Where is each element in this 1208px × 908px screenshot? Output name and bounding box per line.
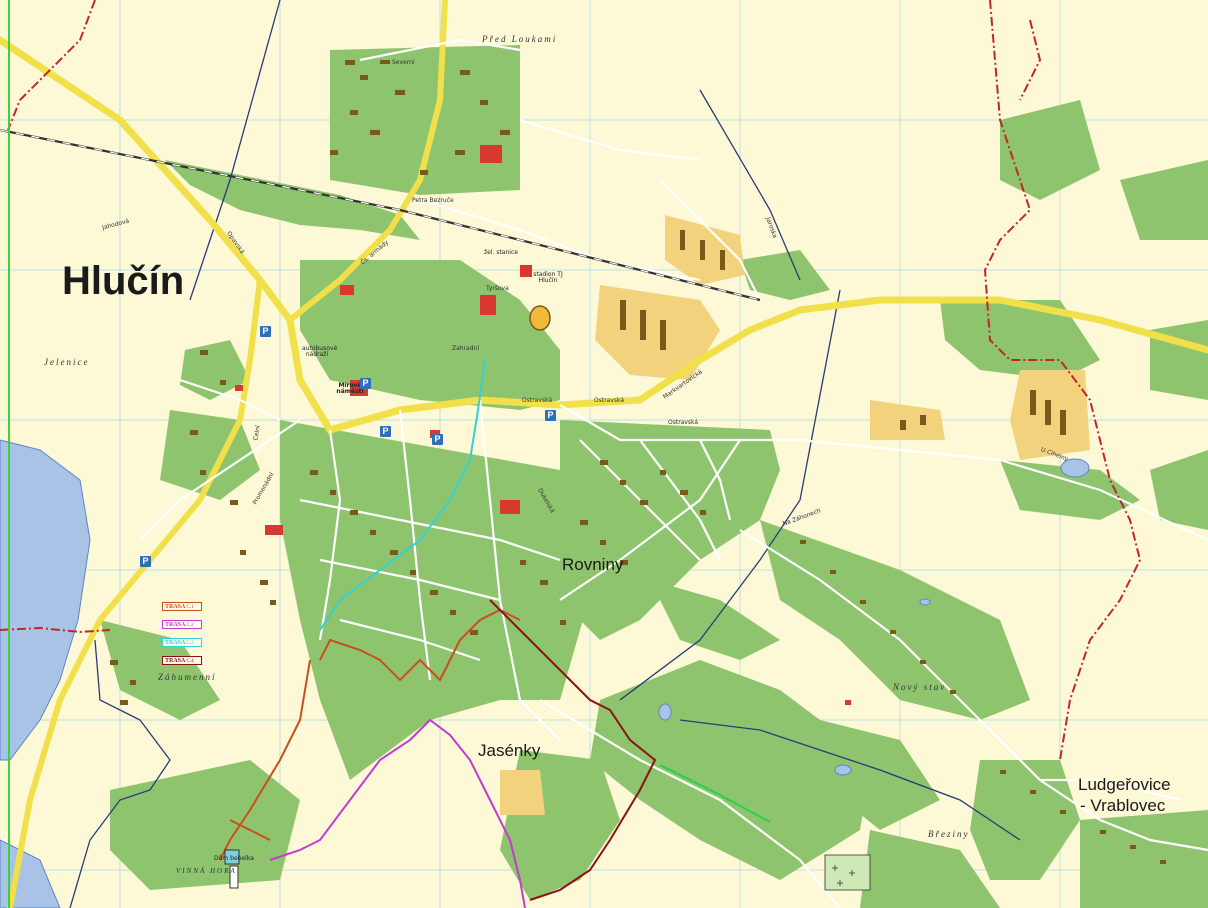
street-label: Ostravská <box>522 397 553 404</box>
border-line <box>0 0 1142 761</box>
town-label-hlucin: Hlučín <box>62 259 185 303</box>
route-c3 <box>319 359 486 631</box>
legend-label: TRASA <box>165 621 186 628</box>
town-label-rovniny: Rovniny <box>562 555 624 574</box>
legend-item-c2[interactable]: TRASA C.2 <box>162 618 202 630</box>
locality-label: Nový stav <box>893 682 947 692</box>
legend-item-c1[interactable]: TRASA C.1 <box>162 600 202 612</box>
tower-label: Dům bebelka <box>214 855 254 862</box>
street-label: Petra Bezruče <box>412 197 454 204</box>
legend-swatch-c4: TRASA C.4 <box>162 655 202 665</box>
locality-label: Březiny <box>928 829 970 839</box>
parking-icon[interactable]: P <box>140 556 151 567</box>
locality-label: Jelenice <box>44 357 90 367</box>
street-label: Ostravská <box>594 397 625 404</box>
town-label-ludgerovice: Ludgeřovice <box>1078 775 1171 794</box>
stadium <box>529 305 551 331</box>
town-label-vrablovec: - Vrablovec <box>1080 796 1166 815</box>
route-c1 <box>219 608 521 861</box>
parking-icon[interactable]: P <box>360 378 371 389</box>
street-label: Ostravská <box>668 419 699 426</box>
train-station-label: žel. stanice <box>484 249 518 256</box>
legend-item-c3[interactable]: TRASA C.3 <box>162 636 202 648</box>
street-label: Zahradní <box>452 345 480 352</box>
parking-icon[interactable]: P <box>432 434 443 445</box>
locality-label: VINNÁ HORA <box>176 867 237 875</box>
locality-label: Záhumenní <box>158 672 217 682</box>
legend-code: C.2 <box>186 622 194 628</box>
legend-item-c4[interactable]: TRASA C.4 <box>162 654 202 666</box>
legend-label: TRASA <box>165 639 186 646</box>
legend-swatch-c2: TRASA C.2 <box>162 619 202 629</box>
lookout-tower <box>224 849 240 889</box>
stadium-label: stadion TJ Hlučín <box>533 271 563 284</box>
legend-label: TRASA <box>165 603 186 610</box>
legend-code: C.3 <box>186 640 194 646</box>
parking-icon[interactable]: P <box>380 426 391 437</box>
parking-icon[interactable]: P <box>260 326 271 337</box>
legend-swatch-c1: TRASA C.1 <box>162 601 202 611</box>
route-c4 <box>489 599 657 901</box>
square-label: Mírové náměstí <box>336 382 364 395</box>
route-c2 <box>269 718 526 908</box>
legend-label: TRASA <box>165 657 186 664</box>
buildings <box>110 60 1166 864</box>
route-legend: TRASA C.1 TRASA C.2 TRASA C.3 TRASA C.4 <box>162 600 202 672</box>
railway <box>0 128 761 302</box>
street-label: Tyršova <box>486 285 509 292</box>
town-label-jasenky: Jasénky <box>478 741 541 760</box>
legend-code: C.1 <box>186 604 194 610</box>
parking-icon[interactable]: P <box>545 410 556 421</box>
legend-swatch-c3: TRASA C.3 <box>162 637 202 647</box>
green-route <box>659 764 771 823</box>
bus-station-label: autobusové nádraží <box>302 345 338 358</box>
locality-label: Před Loukami <box>482 34 558 44</box>
street-label: Severní <box>392 59 415 66</box>
legend-code: C.4 <box>186 658 194 664</box>
streams <box>69 0 1021 908</box>
cemetery <box>824 854 871 891</box>
